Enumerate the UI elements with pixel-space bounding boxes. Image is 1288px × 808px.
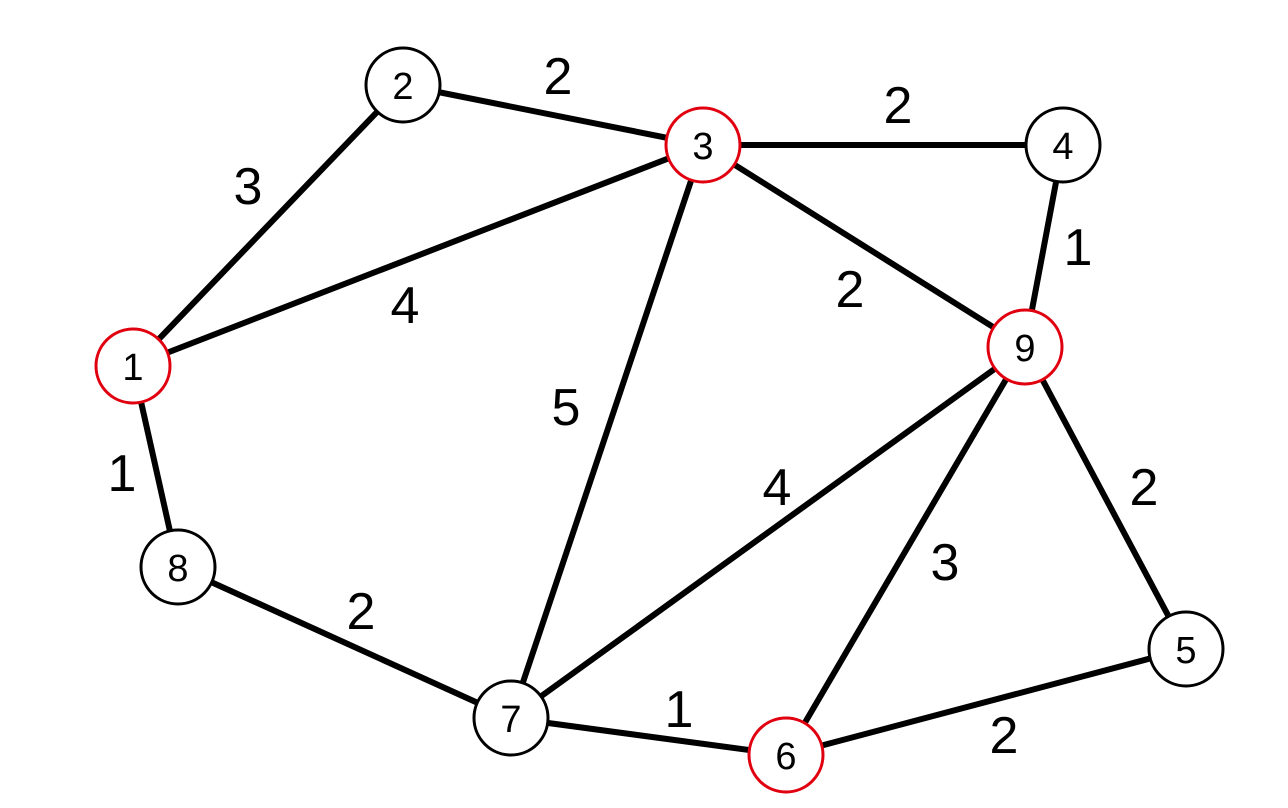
node-label-2: 2 [392, 66, 413, 108]
node-5: 5 [1147, 610, 1225, 688]
edge-6-5 [783, 646, 1189, 758]
node-3: 3 [664, 106, 742, 184]
edge-weight-7-9: 4 [763, 459, 792, 517]
edge-9-5 [1022, 344, 1189, 652]
edge-weight-6-5: 2 [990, 707, 1019, 765]
edge-weight-3-7: 5 [552, 379, 581, 437]
node-4: 4 [1024, 106, 1102, 184]
node-circle-6 [747, 716, 825, 794]
node-circle-3 [664, 106, 742, 184]
edge-9-6 [783, 344, 1028, 758]
node-label-6: 6 [775, 736, 796, 778]
edge-3-9 [700, 142, 1028, 350]
node-2: 2 [364, 46, 442, 124]
edge-weight-1-3: 4 [391, 277, 420, 335]
edge-7-9 [508, 344, 1028, 721]
edge-weights-layer: 3 2 4 2 1 2 5 1 2 4 3 2 1 2 [108, 48, 1159, 765]
edge-1-2 [130, 82, 406, 369]
node-label-5: 5 [1175, 630, 1196, 672]
nodes-layer: 1 2 3 4 5 6 7 8 9 [94, 46, 1225, 794]
node-8: 8 [139, 528, 217, 606]
node-6: 6 [747, 716, 825, 794]
node-7: 7 [472, 679, 550, 757]
node-circle-2 [364, 46, 442, 124]
edge-7-6 [508, 715, 789, 758]
node-1: 1 [94, 327, 172, 405]
edges-layer [130, 82, 1189, 758]
edge-weight-9-5: 2 [1130, 459, 1159, 517]
edge-weight-4-9: 1 [1064, 219, 1093, 277]
node-circle-7 [472, 679, 550, 757]
edge-weight-7-6: 1 [665, 681, 694, 739]
edge-weight-1-8: 1 [108, 445, 137, 503]
node-label-4: 4 [1052, 126, 1073, 168]
node-circle-5 [1147, 610, 1225, 688]
node-circle-1 [94, 327, 172, 405]
node-label-3: 3 [692, 126, 713, 168]
edge-weight-1-2: 3 [234, 158, 263, 216]
node-label-7: 7 [500, 699, 521, 741]
edge-weight-9-6: 3 [931, 534, 960, 592]
node-label-1: 1 [122, 347, 143, 389]
node-label-8: 8 [167, 548, 188, 590]
node-circle-9 [986, 308, 1064, 386]
edge-2-3 [400, 82, 706, 148]
node-label-9: 9 [1014, 328, 1035, 370]
edge-8-7 [175, 564, 514, 721]
edge-weight-3-9: 2 [836, 261, 865, 319]
edge-1-3 [130, 142, 706, 369]
node-9: 9 [986, 308, 1064, 386]
edge-weight-8-7: 2 [347, 583, 376, 641]
node-circle-8 [139, 528, 217, 606]
edge-3-7 [508, 142, 706, 721]
edge-weight-3-4: 2 [884, 77, 913, 135]
node-circle-4 [1024, 106, 1102, 184]
edge-weight-2-3: 2 [544, 48, 573, 106]
